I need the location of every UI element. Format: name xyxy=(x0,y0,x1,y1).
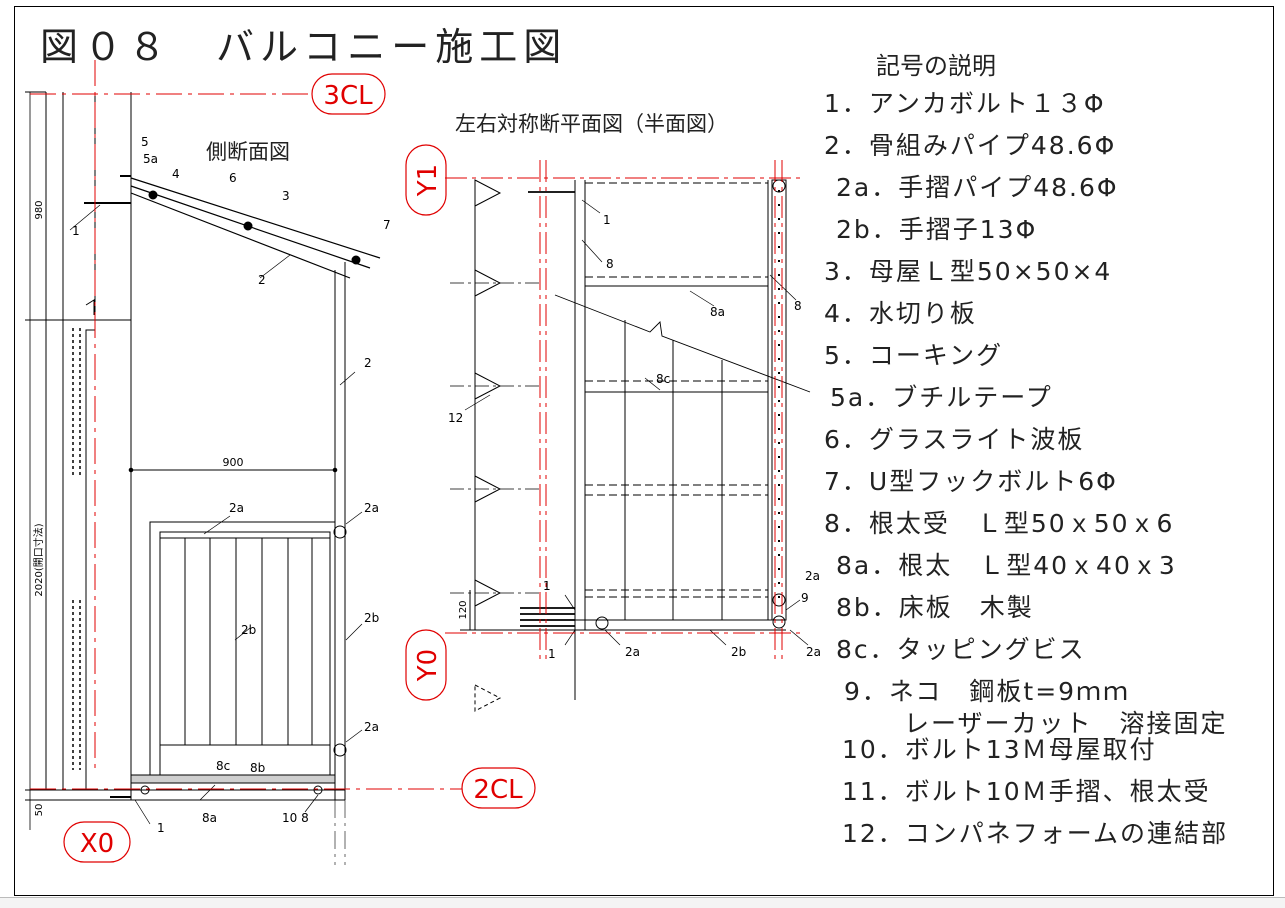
grid-label-3cl-box xyxy=(311,73,386,115)
legend-item: 5a．ブチルテープ xyxy=(830,383,1053,412)
ref-side-2-post: 2 xyxy=(364,356,372,370)
grid-label-x0-box xyxy=(63,821,131,863)
plan-grid-lines xyxy=(445,160,805,660)
ref-plan-1-top: 1 xyxy=(603,213,611,227)
legend-item: 2b．手摺子13Φ xyxy=(836,215,1038,244)
drawing-title: 図０８ バルコニー施工図 xyxy=(40,25,568,69)
side-grid-lines xyxy=(30,60,462,790)
legend-item: 2．骨組みパイプ48.6Φ xyxy=(824,131,1117,160)
ref-plan-2a-right: 2a xyxy=(806,645,821,659)
ref-plan-1-bottom: 1 xyxy=(548,647,556,661)
ref-plan-12: 12 xyxy=(448,411,463,425)
ref-side-6: 6 xyxy=(229,171,237,185)
ref-side-8a: 8a xyxy=(202,811,217,825)
legend-item: 7．U型フックボルト6Φ xyxy=(824,467,1118,496)
grid-label-3cl: 3CL xyxy=(323,81,373,111)
ref-side-2a-bottom: 2a xyxy=(364,720,379,734)
legend-item: 2a．手摺パイプ48.6Φ xyxy=(836,173,1119,202)
ref-side-8b: 8b xyxy=(250,761,265,775)
plan-view xyxy=(450,179,811,712)
legend-item: 4．水切り板 xyxy=(824,299,977,328)
legend-item: 9．ネコ 鋼板t=9ｍｍ xyxy=(844,677,1131,706)
grid-label-y1-box xyxy=(405,144,447,216)
ref-side-1-top: 1 xyxy=(72,224,80,238)
legend-item: 10．ボルト13Ｍ母屋取付 xyxy=(842,735,1157,764)
ref-plan-8a: 8a xyxy=(710,305,725,319)
legend-item: 11．ボルト10Ｍ手摺、根太受 xyxy=(842,777,1211,806)
dim-980: 980 xyxy=(34,200,45,219)
ref-side-5a: 5a xyxy=(143,152,158,166)
ref-side-2b-panel: 2b xyxy=(241,623,256,637)
grid-label-x0: X0 xyxy=(80,829,114,859)
plan-view-label: 左右対称断平面図（半面図） xyxy=(455,112,728,136)
legend-item: 8a．根太 Ｌ型40ｘ40ｘ3 xyxy=(836,551,1177,580)
ref-side-1-bottom: 1 xyxy=(157,821,165,835)
ref-side-10-8: 10 8 xyxy=(282,811,309,825)
grid-label-2cl: 2CL xyxy=(473,775,523,805)
ref-side-3: 3 xyxy=(282,189,290,203)
ref-side-2a-top: 2a xyxy=(229,501,244,515)
legend-item: 8c．タッピングビス xyxy=(836,635,1086,664)
legend-item: 12．コンパネフォームの連結部 xyxy=(842,819,1229,848)
ref-side-5: 5 xyxy=(141,135,149,149)
ref-side-8c: 8c xyxy=(216,759,230,773)
dim-900: 900 xyxy=(223,456,244,469)
grid-label-2cl-box xyxy=(461,767,536,809)
legend-item: 6．グラスライト波板 xyxy=(824,425,1085,454)
dim-50: 50 xyxy=(34,804,45,817)
drawing-frame xyxy=(14,6,1274,896)
ref-side-2-roof: 2 xyxy=(258,273,266,287)
ref-plan-2a-left: 2a xyxy=(625,645,640,659)
ref-plan-2b: 2b xyxy=(731,645,746,659)
dim-2020: 2020(開口寸法) xyxy=(32,523,45,596)
ref-plan-9: 9 xyxy=(801,591,809,605)
ref-side-2a-post: 2a xyxy=(364,501,379,515)
side-section-label: 側断面図 xyxy=(206,140,290,164)
legend-title: 記号の説明 xyxy=(876,52,996,80)
ref-plan-8-right: 8 xyxy=(794,299,802,313)
ref-side-4: 4 xyxy=(172,167,180,181)
ref-plan-8c: 8c xyxy=(656,372,670,386)
legend-item: 1．アンカボルト１３Φ xyxy=(824,89,1106,118)
ref-plan-8-left: 8 xyxy=(606,257,614,271)
legend-item: 5．コーキング xyxy=(824,341,1004,370)
side-section-view xyxy=(25,91,381,830)
dim-120: 120 xyxy=(458,600,469,619)
ref-side-2b-post: 2b xyxy=(364,611,379,625)
ref-plan-1-mid: 1 xyxy=(543,579,551,593)
grid-label-y0: Y0 xyxy=(413,649,443,682)
legend-item: 3．母屋Ｌ型50×50×4 xyxy=(824,257,1113,286)
legend-item: 8b．床板 木製 xyxy=(836,593,1034,622)
status-bar xyxy=(0,897,1285,908)
legend-item: 8．根太受 Ｌ型50ｘ50ｘ6 xyxy=(824,509,1175,538)
legend-item-continuation: レーザーカット 溶接固定 xyxy=(904,709,1228,738)
grid-label-y0-box xyxy=(405,629,447,701)
ref-plan-2a-corner: 2a xyxy=(805,569,820,583)
grid-label-y1: Y1 xyxy=(413,164,443,197)
ref-side-7: 7 xyxy=(383,218,391,232)
